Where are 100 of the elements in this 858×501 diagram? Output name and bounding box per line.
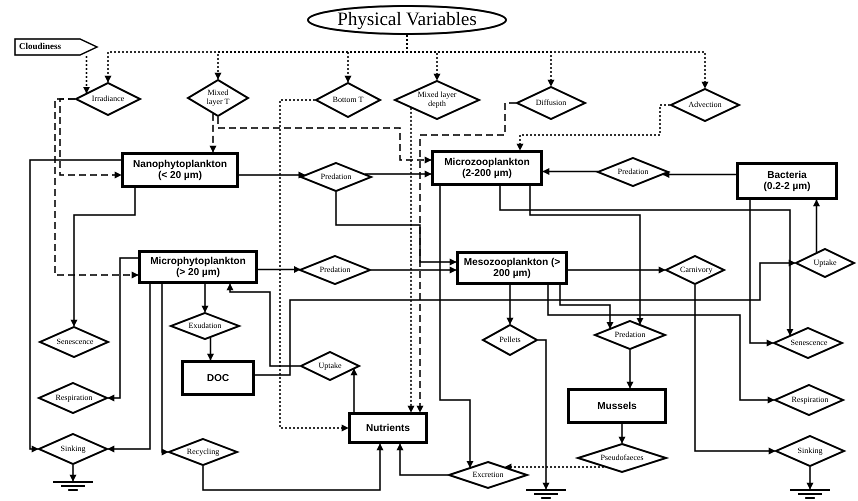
node-label: Physical Variables <box>337 10 477 30</box>
arrow <box>335 192 457 266</box>
arrow <box>207 338 214 361</box>
node-label: Respiration <box>792 396 826 404</box>
box-label: Nanophytoplankton (< 20 µm) <box>132 159 228 181</box>
decision-diamond <box>594 320 666 350</box>
node-label: Predation <box>320 266 350 274</box>
arrow <box>107 257 138 402</box>
box-label: Bacteria (0.2-2 µm) <box>762 170 812 192</box>
arrow <box>210 114 216 153</box>
arrow <box>107 284 151 452</box>
arrow <box>547 285 775 404</box>
arrow <box>202 284 208 313</box>
arrow <box>499 186 794 336</box>
decision-diamond <box>299 255 371 285</box>
process-box <box>456 251 568 285</box>
decision-diamond <box>577 443 667 473</box>
arrow <box>161 284 169 456</box>
decision-diamond <box>39 326 109 358</box>
arrow <box>258 266 301 273</box>
decision-diamond <box>75 82 141 116</box>
process-box <box>348 412 428 444</box>
decision-diamond <box>170 312 240 340</box>
arrow <box>538 339 550 490</box>
process-box <box>431 150 543 186</box>
arrow <box>279 99 349 432</box>
decision-diamond <box>774 384 844 416</box>
decision-diamond <box>300 351 360 381</box>
arrow <box>504 464 604 470</box>
decision-diamond <box>516 86 586 120</box>
process-box <box>567 388 667 424</box>
decision-diamond <box>775 435 845 467</box>
node-label: Senescence <box>790 338 826 348</box>
node-label: Predation <box>614 330 646 340</box>
ground-symbol <box>53 481 93 491</box>
arrow <box>29 159 121 452</box>
arrow <box>439 186 474 468</box>
decision-diamond <box>38 433 108 465</box>
ellipse-node <box>307 5 507 35</box>
box-label: Microphytoplankton (> 20 µm) <box>149 256 247 278</box>
arrow <box>406 35 708 89</box>
arrow <box>559 285 614 329</box>
process-box <box>121 152 239 188</box>
arrow <box>662 171 736 178</box>
arrow <box>542 168 598 175</box>
decision-diamond <box>482 324 538 356</box>
arrow <box>408 108 414 413</box>
arrow <box>255 260 796 376</box>
node-label: Recycling <box>186 448 220 456</box>
decision-diamond <box>795 248 855 278</box>
arrow <box>806 467 814 490</box>
node-label: Respiration <box>56 394 90 402</box>
box-label: Mussels <box>597 400 637 412</box>
box-label: Mesozooplankton (> 200 µm) <box>463 257 561 279</box>
arrow <box>217 117 432 164</box>
box-label: Microzooplankton (2-200 µm) <box>443 157 531 179</box>
arrow <box>202 443 384 491</box>
node-label: Cloudiness <box>19 42 62 52</box>
node-label: Uptake <box>318 362 342 370</box>
arrow <box>506 285 514 325</box>
arrow <box>239 172 306 178</box>
box-label: Nutrients <box>366 422 410 434</box>
arrow <box>396 443 448 476</box>
decision-diamond <box>187 79 249 117</box>
decision-diamond <box>597 157 669 187</box>
arrow <box>59 98 122 178</box>
arrow <box>626 350 634 389</box>
decision-diamond <box>773 327 843 359</box>
node-label: Mixed layer T <box>206 89 230 107</box>
arrow <box>416 102 516 413</box>
node-label: Predation <box>320 172 352 182</box>
node-label: Diffusion <box>536 98 566 108</box>
arrow <box>350 368 358 412</box>
node-label: Pseudofaeces <box>600 454 644 462</box>
arrow <box>226 283 300 367</box>
node-label: Advection <box>688 100 722 110</box>
arrow <box>568 266 666 274</box>
node-label: Predation <box>618 168 648 176</box>
ground-symbol <box>790 489 830 499</box>
process-box <box>138 250 258 284</box>
decision-diamond <box>300 162 372 192</box>
node-label: Exudation <box>188 322 222 330</box>
pentagon-node <box>14 38 98 56</box>
node-label: Carnivory <box>680 266 710 274</box>
node-label: Sinking <box>60 444 86 454</box>
decision-diamond <box>38 382 108 414</box>
decision-diamond <box>665 255 725 285</box>
node-label: Irradiance <box>92 94 124 104</box>
arrow <box>813 199 820 252</box>
node-label: Mixed layer depth <box>416 91 458 109</box>
arrow <box>70 188 136 327</box>
node-label: Bottom T <box>332 96 364 104</box>
decision-diamond <box>394 80 480 120</box>
ground-symbol <box>526 489 566 499</box>
process-box <box>736 162 838 200</box>
decision-diamond <box>168 438 238 466</box>
node-label: Excretion <box>472 470 504 480</box>
arrow <box>70 465 76 482</box>
node-label: Uptake <box>813 258 837 268</box>
arrow <box>371 266 457 274</box>
